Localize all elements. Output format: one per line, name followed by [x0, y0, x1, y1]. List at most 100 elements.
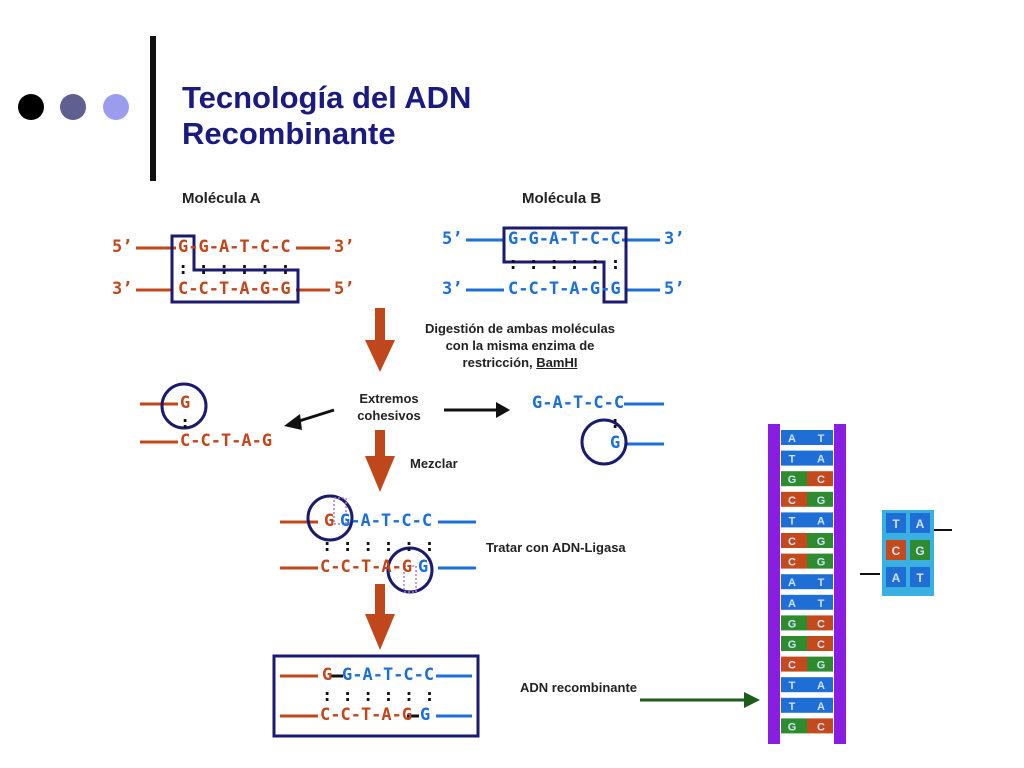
final-pairs: : : : : : : — [322, 686, 435, 706]
base-right-letter: A — [817, 454, 825, 466]
page-title: Tecnología del ADN Recombinante — [182, 80, 471, 152]
base-right-letter: A — [817, 701, 825, 713]
zoom-base-left — [886, 567, 906, 587]
zoom-base-right-letter: A — [916, 517, 925, 531]
base-left-letter: G — [788, 618, 797, 630]
base-right — [807, 553, 833, 569]
base-right — [807, 491, 833, 507]
zoom-base-right — [910, 567, 930, 587]
base-left-letter: G — [788, 721, 797, 733]
mol-a-bottom-sequence: C-C-T-A-G-G — [178, 279, 291, 299]
final-box — [272, 654, 480, 738]
final-top-sequence: G-A-T-C-C — [342, 665, 435, 685]
base-right-letter: A — [817, 680, 825, 692]
digestion-line-3-prefix: restricción, — [462, 355, 533, 370]
mix-bottom-g: G — [418, 557, 429, 577]
base-left-letter: T — [789, 515, 796, 527]
bullet-dot-slate — [60, 94, 86, 120]
base-left — [781, 533, 807, 548]
down-arrow-1 — [365, 308, 395, 372]
mol-b-3prime-right: 3’ — [664, 229, 685, 249]
mol-b-top-sequence: G-G-A-T-C-C — [508, 229, 621, 249]
down-arrow-3 — [365, 584, 395, 650]
base-right-letter: G — [817, 660, 826, 672]
final-bottom-sequence: C-C-T-A-G — [320, 705, 413, 725]
zoom-base-right — [910, 540, 930, 560]
base-left-letter: C — [788, 557, 796, 569]
base-right — [807, 512, 833, 528]
base-left — [781, 697, 807, 713]
zoom-base-left-letter: C — [892, 544, 901, 558]
frag-a-pair: : — [180, 413, 191, 433]
ladder-left-rail — [768, 424, 780, 744]
zoom-base-right-letter: T — [916, 571, 924, 585]
mol-a-pairs: : : : : : : — [178, 259, 291, 279]
zoom-base-left — [886, 513, 906, 533]
title-line-2: Recombinante — [182, 116, 396, 151]
mol-b-cut-box — [502, 226, 628, 304]
base-left — [781, 450, 807, 466]
base-right-letter: C — [817, 618, 825, 630]
base-right-letter: T — [818, 433, 825, 445]
mol-b-3prime-left: 3’ — [442, 279, 463, 299]
frag-b-pair: : — [610, 413, 621, 433]
title-divider — [150, 36, 156, 181]
base-left-letter: A — [788, 577, 796, 589]
base-right — [807, 574, 833, 590]
bullet-dot-lavender — [103, 94, 129, 120]
mix-gap-dots-bottom — [403, 565, 417, 593]
mol-a-cut-box — [170, 234, 300, 304]
recombinant-label: ADN recombinante — [520, 680, 638, 695]
base-left-letter: G — [788, 639, 797, 651]
frag-a-bottom-sequence: C-C-T-A-G — [180, 431, 273, 451]
mol-a-5prime-right: 5’ — [334, 279, 355, 299]
down-arrow-2 — [365, 430, 395, 492]
base-right-letter: G — [817, 536, 826, 548]
zoom-base-right — [910, 513, 930, 533]
mol-b-pairs: : : : : : : — [508, 254, 621, 274]
frag-a-sticky-circle — [160, 382, 208, 430]
mix-pairs: : : : : : : — [322, 536, 435, 556]
base-right — [807, 471, 833, 487]
mix-top-sequence: G-A-T-C-C — [340, 511, 433, 531]
base-left-letter: T — [789, 680, 796, 692]
base-left-letter: A — [788, 433, 796, 445]
base-left — [781, 636, 807, 651]
ligase-label: Tratar con ADN-Ligasa — [486, 540, 626, 555]
base-right — [807, 677, 833, 693]
mix-top-g: G — [324, 511, 335, 531]
base-left — [781, 512, 807, 528]
mix-gap-circle-top — [306, 494, 354, 542]
base-right-letter: G — [817, 557, 826, 569]
molecule-a-label: Molécula A — [182, 190, 261, 207]
base-left — [781, 574, 807, 590]
base-left-letter: T — [789, 701, 796, 713]
final-top-g: G — [322, 665, 333, 685]
base-right-letter: T — [818, 598, 825, 610]
zoom-base-left — [886, 540, 906, 560]
base-right — [807, 697, 833, 713]
sticky-ends-label: Extremos cohesivos — [344, 390, 434, 424]
left-arrow — [284, 408, 335, 430]
title-line-1: Tecnología del ADN — [182, 80, 472, 115]
mol-a-3prime-left: 3’ — [112, 279, 133, 299]
base-left-letter: T — [789, 454, 796, 466]
base-left — [781, 553, 807, 569]
zoom-base-left-letter: A — [892, 571, 901, 585]
base-right — [807, 594, 833, 610]
base-left — [781, 594, 807, 610]
